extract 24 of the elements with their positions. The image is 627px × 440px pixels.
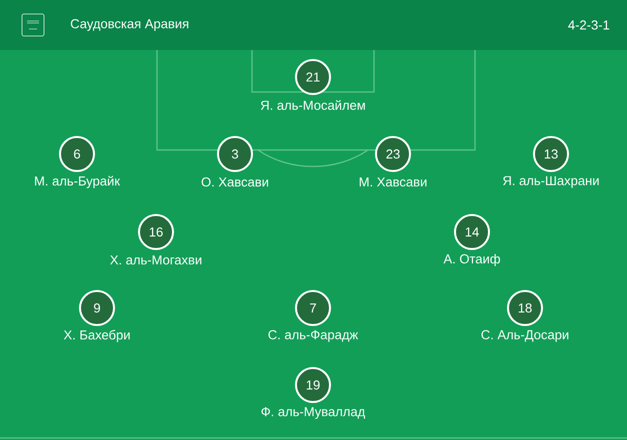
team-name: Саудовская Аравия (70, 19, 188, 31)
player-name: Я. аль-Шахрани (503, 176, 599, 188)
player-number: 9 (79, 290, 115, 326)
formation: 4-2-3-1 (568, 20, 610, 30)
player-name: А. Отаиф (444, 254, 500, 266)
player-name: Х. аль-Могахви (110, 255, 202, 265)
player-number: 3 (217, 136, 253, 172)
player-name: С. Аль-Досари (481, 330, 568, 342)
player-number: 23 (375, 136, 411, 172)
player-number: 13 (533, 136, 569, 172)
player-name: Х. Бахебри (64, 330, 130, 342)
player-number: 18 (507, 290, 543, 326)
player-number: 21 (295, 59, 331, 95)
player-name: М. Хавсави (360, 177, 426, 187)
player-name: О. Хавсави (202, 177, 268, 187)
player-name: Я. аль-Мосайлем (260, 100, 365, 110)
player-name: Ф. аль-Муваллад (262, 407, 365, 419)
player-name: М. аль-Бурайк (35, 176, 120, 188)
player-number: 14 (454, 214, 490, 250)
player-number: 7 (295, 290, 331, 326)
player-number: 19 (295, 367, 331, 403)
player-name: С. аль-Фарадж (268, 330, 358, 342)
player-number: 6 (59, 136, 95, 172)
player-number: 16 (138, 214, 174, 250)
